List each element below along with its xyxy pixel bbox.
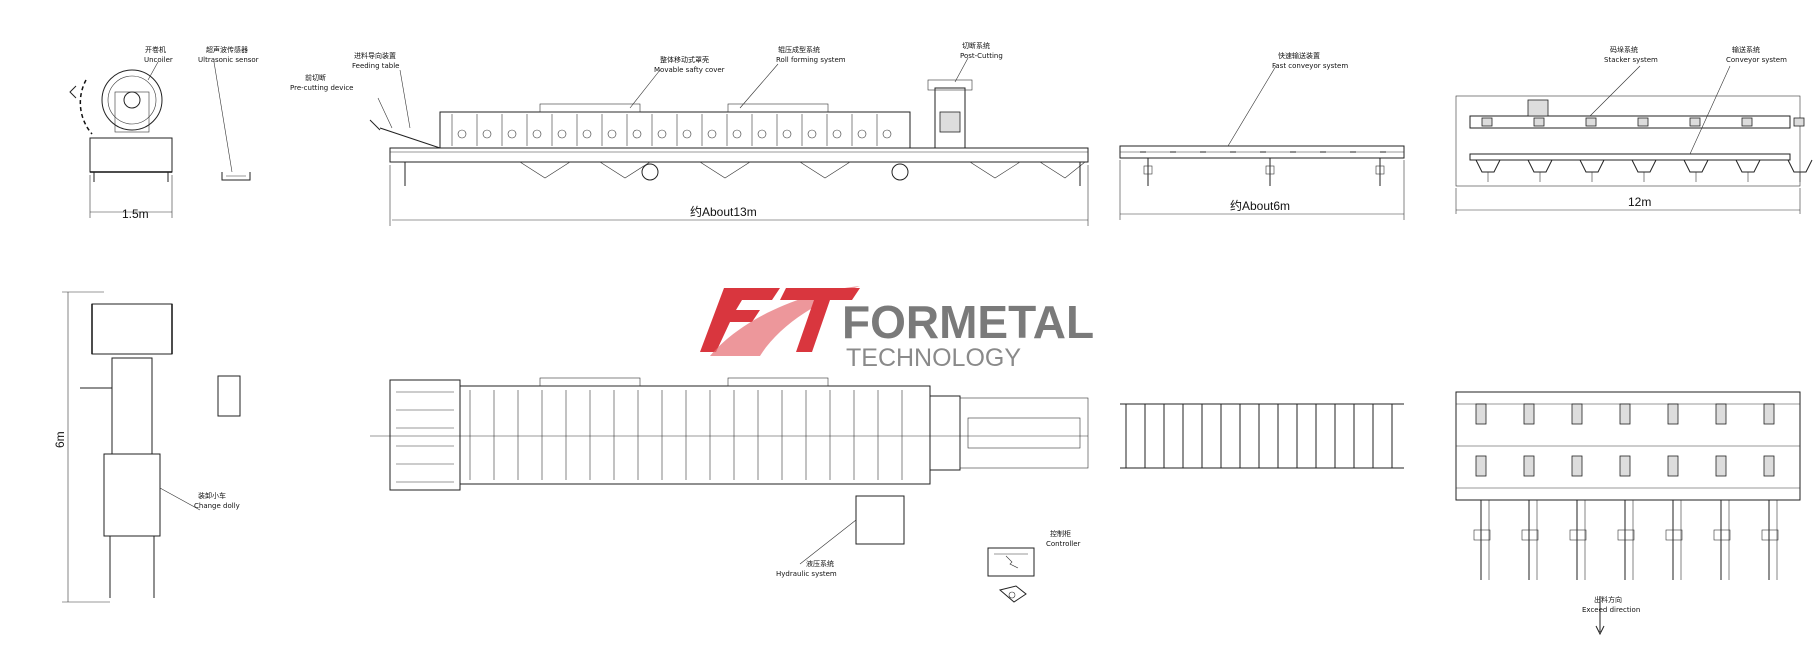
precut-label-en: Pre-cutting device bbox=[290, 84, 353, 92]
controller-label-en: Controller bbox=[1046, 540, 1081, 548]
fastconv-label-cn: 快速输送装置 bbox=[1278, 51, 1320, 60]
dolly-label-en: Change dolly bbox=[194, 502, 240, 510]
sensor-label-cn: 超声波传感器 bbox=[206, 45, 248, 54]
exceed-label-cn: 出料方向 bbox=[1594, 595, 1622, 604]
stacker-plan bbox=[1455, 391, 1801, 636]
postcut-label-cn: 切断系统 bbox=[962, 41, 990, 50]
conveyor-label-cn: 输送系统 bbox=[1732, 45, 1760, 54]
uncoiler-label-cn: 开卷机 bbox=[145, 45, 166, 54]
exceed-label-en: Exceed direction bbox=[1582, 606, 1640, 614]
roll-forming-line-elevation bbox=[369, 57, 1089, 226]
controller-label-cn: 控制柜 bbox=[1050, 529, 1071, 538]
uncoiler-side-dim: 6m bbox=[53, 431, 67, 448]
uncoiler-label-en: Uncoiler bbox=[144, 56, 173, 64]
hydraulic-label-en: Hydraulic system bbox=[776, 570, 837, 578]
cover-label-en: Movable safty cover bbox=[654, 66, 725, 74]
stacker-label-en: Stacker system bbox=[1604, 56, 1658, 64]
ultrasonic-sensor bbox=[213, 61, 251, 181]
uncoiler-front-view bbox=[69, 61, 173, 218]
stacker-length-dim: 12m bbox=[1628, 195, 1651, 209]
cover-label-cn: 整体移动式罩壳 bbox=[660, 55, 709, 64]
uncoiler-width-dim: 1.5m bbox=[122, 207, 149, 221]
roll-forming-line-plan bbox=[370, 377, 1089, 565]
fast-conveyor-plan bbox=[1120, 403, 1404, 469]
main-length-dim: 约About13m bbox=[690, 204, 757, 219]
dolly-label-cn: 装卸小车 bbox=[198, 491, 226, 500]
brand-name: FORMETAL bbox=[842, 296, 1094, 348]
uncoiler-plan-view bbox=[62, 291, 201, 603]
brand-sub: TECHNOLOGY bbox=[846, 344, 1021, 372]
rollform-label-cn: 辊压成型系统 bbox=[778, 45, 820, 54]
feeding-label-cn: 进料导向装置 bbox=[354, 51, 396, 60]
hydraulic-unit bbox=[855, 495, 905, 545]
sensor-label-en: Ultrasonic sensor bbox=[198, 56, 259, 64]
hydraulic-label-cn: 液压系统 bbox=[806, 559, 834, 568]
controller-cabinet bbox=[987, 547, 1035, 603]
fast-conveyor-elevation bbox=[1119, 65, 1405, 220]
rollform-label-en: Roll forming system bbox=[776, 56, 846, 64]
sensor-plan-view bbox=[217, 375, 241, 417]
precut-label-cn: 前切断 bbox=[305, 73, 326, 82]
conveyor-label-en: Conveyor system bbox=[1726, 56, 1787, 64]
fastconv-label-en: Fast conveyor system bbox=[1272, 62, 1348, 70]
stacker-label-cn: 码垛系统 bbox=[1610, 45, 1638, 54]
feeding-label-en: Feeding table bbox=[352, 62, 399, 70]
stacker-elevation bbox=[1455, 65, 1813, 214]
formetal-logo bbox=[700, 286, 860, 356]
conveyor-length-dim: 约About6m bbox=[1230, 198, 1290, 213]
postcut-label-en: Post-Cutting bbox=[960, 52, 1003, 60]
